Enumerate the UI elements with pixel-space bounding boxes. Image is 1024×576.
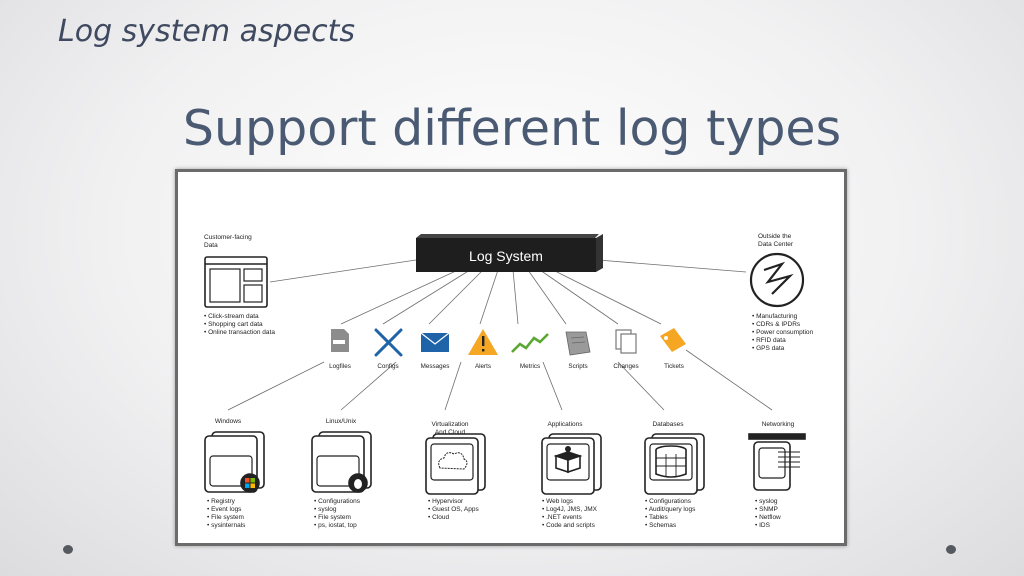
satellite-icon: [749, 252, 805, 308]
databases-item-3: • Tables: [645, 514, 669, 521]
log-system-hub: Log System: [416, 234, 603, 272]
source-title-databases: Databases: [652, 421, 684, 428]
windows-item-4: • sysinternals: [207, 522, 246, 529]
slide-nav-prev-dot[interactable]: [63, 545, 73, 554]
customer-item-3: • Online transaction data: [204, 329, 275, 336]
database-server-icon: [644, 433, 705, 495]
log-type-alerts: Alerts: [475, 363, 491, 370]
sources-row: Windows • Registry • Event logs • File s…: [204, 418, 806, 529]
tools-icon: [374, 328, 403, 357]
outside-title-1: Outside the: [758, 233, 792, 240]
customer-facing-title-2: Data: [204, 242, 218, 249]
source-title-linux: Linux/Unix: [326, 418, 357, 425]
applications-item-3: • .NET events: [542, 514, 582, 521]
tag-icon: [660, 328, 686, 352]
cloud-server-icon: [425, 433, 486, 495]
customer-facing-title-1: Customer-facing: [204, 234, 252, 241]
outside-datacenter-group: Outside the Data Center • Manufacturing …: [749, 233, 814, 352]
trend-icon: [511, 333, 549, 353]
linux-item-4: • ps, iostat, top: [314, 522, 357, 529]
applications-item-2: • Log4J, JMS, JMX: [542, 506, 598, 513]
section-title: Log system aspects: [58, 14, 356, 49]
windows-server-icon: [204, 431, 265, 493]
slide-title: Support different log types: [182, 100, 842, 157]
applications-item-1: • Web logs: [542, 498, 574, 505]
linux-item-3: • File system: [314, 514, 351, 521]
customer-item-1: • Click-stream data: [204, 313, 259, 320]
log-type-logfiles: Logfiles: [329, 363, 351, 370]
browser-window-icon: [204, 256, 268, 308]
log-system-diagram: Log System Customer-facing Data • Click-…: [175, 169, 847, 546]
windows-item-2: • Event logs: [207, 506, 242, 513]
slide-nav-next-dot[interactable]: [946, 545, 956, 554]
databases-item-1: • Configurations: [645, 498, 692, 505]
documents-icon: [615, 329, 637, 354]
linux-item-2: • syslog: [314, 506, 337, 513]
outside-item-3: • Power consumption: [752, 329, 814, 336]
databases-item-2: • Audit/query logs: [645, 506, 696, 513]
source-title-networking: Networking: [762, 421, 795, 428]
networking-item-3: • Netflow: [755, 514, 781, 521]
connector-lines: [227, 259, 773, 411]
log-type-metrics: Metrics: [520, 363, 540, 370]
scroll-icon: [565, 331, 591, 356]
source-title-virtualization-2: And Cloud: [435, 429, 466, 436]
envelope-icon: [420, 332, 450, 352]
log-type-changes: Changes: [613, 363, 638, 370]
network-server-icon: [748, 433, 806, 491]
networking-item-4: • IDS: [755, 522, 771, 529]
outside-item-1: • Manufacturing: [752, 313, 798, 320]
warning-icon: [468, 329, 498, 355]
windows-item-3: • File system: [207, 514, 244, 521]
windows-item-1: • Registry: [207, 498, 236, 505]
virtualization-item-1: • Hypervisor: [428, 498, 464, 505]
source-title-virtualization-1: Virtualization: [431, 421, 468, 428]
databases-item-4: • Schemas: [645, 522, 677, 529]
linux-server-icon: [311, 431, 372, 493]
log-type-configs: Configs: [377, 363, 398, 370]
hub-label: Log System: [469, 248, 543, 264]
linux-item-1: • Configurations: [314, 498, 361, 505]
networking-item-1: • syslog: [755, 498, 778, 505]
applications-server-icon: [541, 433, 602, 495]
virtualization-item-3: • Cloud: [428, 514, 449, 521]
outside-item-4: • RFID data: [752, 337, 786, 344]
customer-facing-group: Customer-facing Data • Click-stream data…: [204, 234, 275, 336]
outside-item-5: • GPS data: [752, 345, 785, 352]
log-type-tickets: Tickets: [664, 363, 684, 370]
outside-item-2: • CDRs & IPDRs: [752, 321, 801, 328]
source-title-applications: Applications: [547, 421, 583, 428]
source-title-windows: Windows: [215, 418, 242, 425]
customer-item-2: • Shopping cart data: [204, 321, 263, 328]
outside-title-2: Data Center: [758, 241, 794, 248]
networking-item-2: • SNMP: [755, 506, 778, 513]
applications-item-4: • Code and scripts: [542, 522, 596, 529]
log-type-scripts: Scripts: [568, 363, 587, 370]
log-type-messages: Messages: [421, 363, 450, 370]
virtualization-item-2: • Guest OS, Apps: [428, 506, 479, 513]
logfile-icon: [331, 329, 349, 352]
log-types-row: Logfiles Configs Messages Alerts Metrics: [329, 328, 686, 370]
